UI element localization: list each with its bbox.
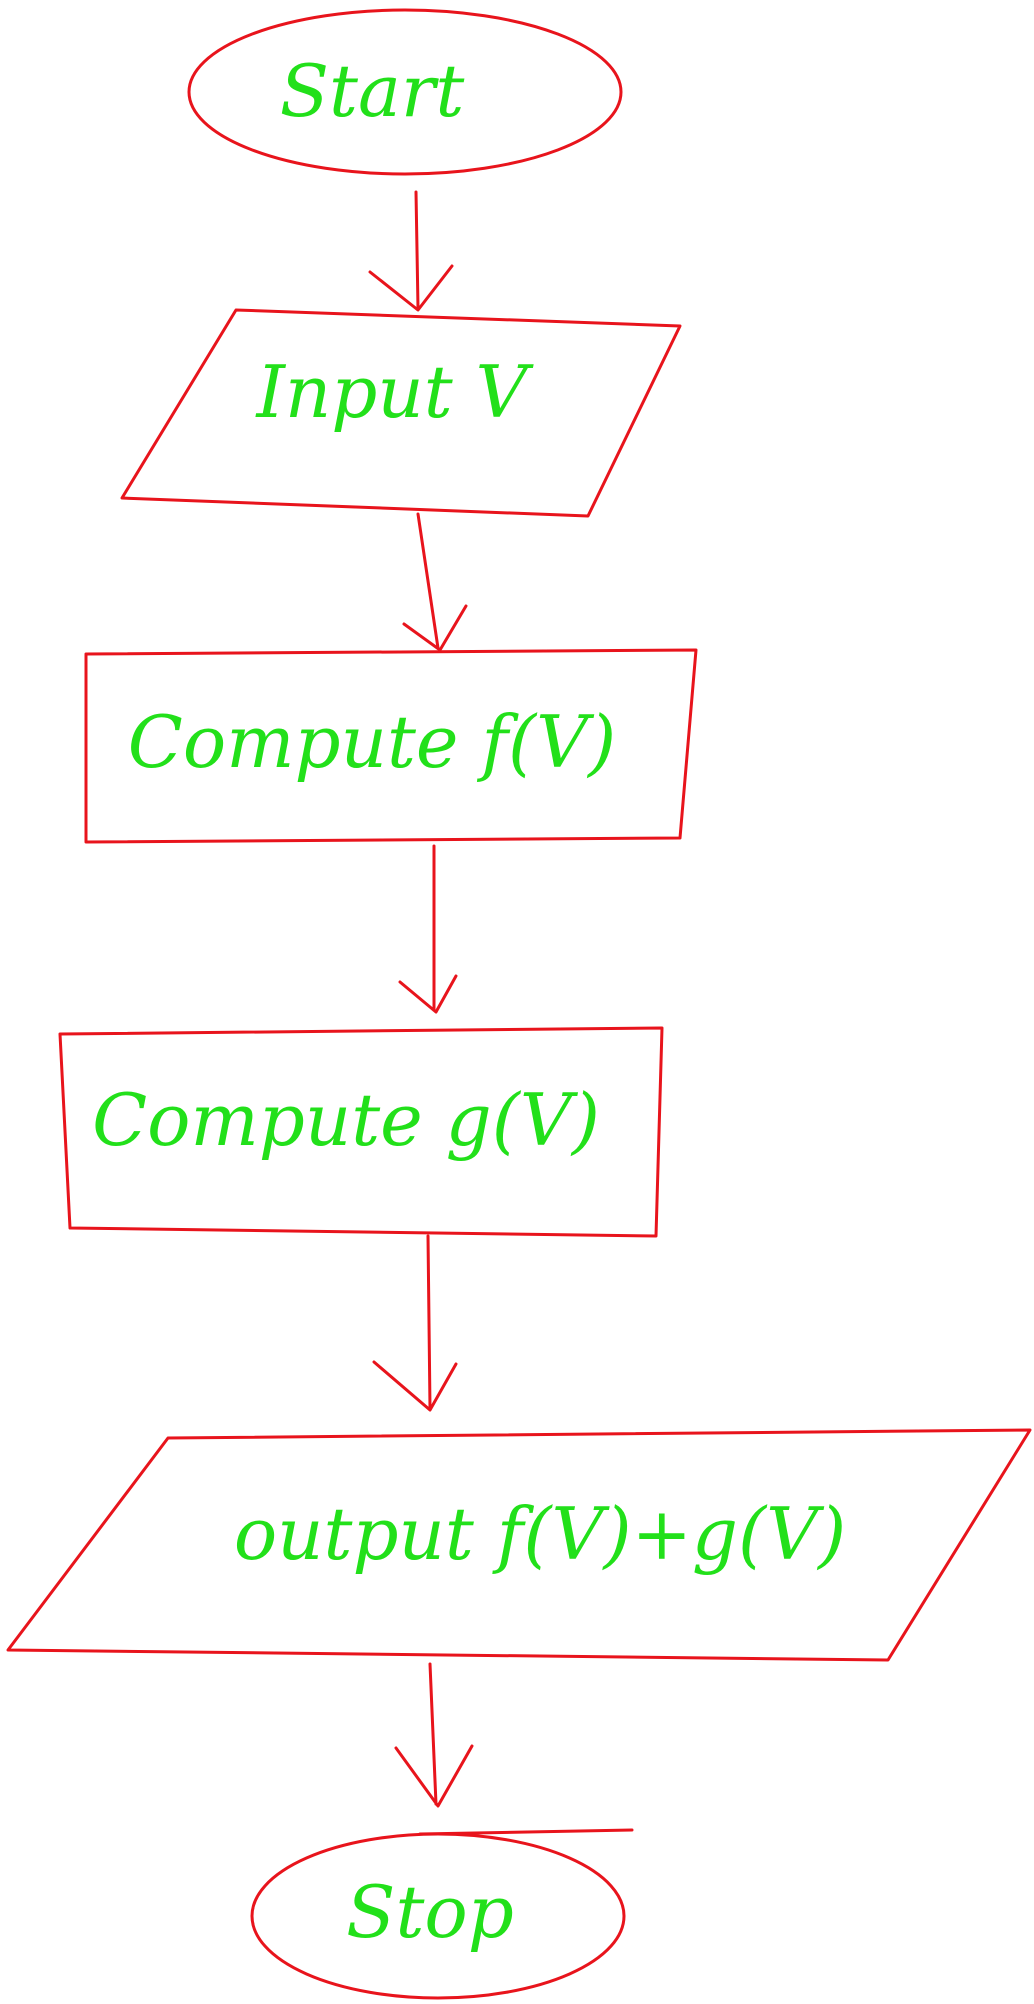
node-compute-f: Compute f(V) — [84, 648, 698, 844]
compute-g-label: Compute g(V) — [92, 1078, 600, 1162]
compute-f-label: Compute f(V) — [128, 700, 616, 784]
arrow-head — [402, 604, 468, 652]
arrow-shaft — [426, 1234, 432, 1410]
arrow-output-to-stop — [394, 1662, 474, 1808]
node-output: output f(V)+g(V) — [6, 1428, 1032, 1662]
start-oval-shape — [187, 8, 623, 176]
arrow-shaft — [428, 1662, 438, 1806]
start-label: Start — [280, 49, 466, 133]
arrow-head — [394, 1744, 474, 1808]
arrow-compute-g-to-output — [372, 1234, 458, 1412]
arrow-head — [368, 264, 454, 312]
node-stop: Stop — [250, 1828, 634, 2000]
arrow-start-to-input — [368, 190, 454, 312]
stop-label: Stop — [346, 1870, 514, 1954]
node-input: Input V — [120, 308, 682, 518]
arrow-shaft — [414, 190, 420, 310]
stop-oval-tail — [418, 1828, 634, 1836]
output-parallelogram-shape — [6, 1428, 1032, 1662]
arrow-shaft — [416, 512, 440, 650]
output-label: output f(V)+g(V) — [234, 1492, 846, 1576]
node-start: Start — [187, 8, 623, 176]
arrow-input-to-compute-f — [402, 512, 468, 652]
arrow-head — [372, 1360, 458, 1412]
arrow-compute-f-to-compute-g — [398, 844, 458, 1014]
arrow-head — [398, 974, 458, 1014]
compute-g-rect-shape — [58, 1026, 664, 1238]
input-label: Input V — [254, 350, 534, 434]
node-compute-g: Compute g(V) — [58, 1026, 664, 1238]
compute-f-rect-shape — [84, 648, 698, 844]
input-parallelogram-shape — [120, 308, 682, 518]
